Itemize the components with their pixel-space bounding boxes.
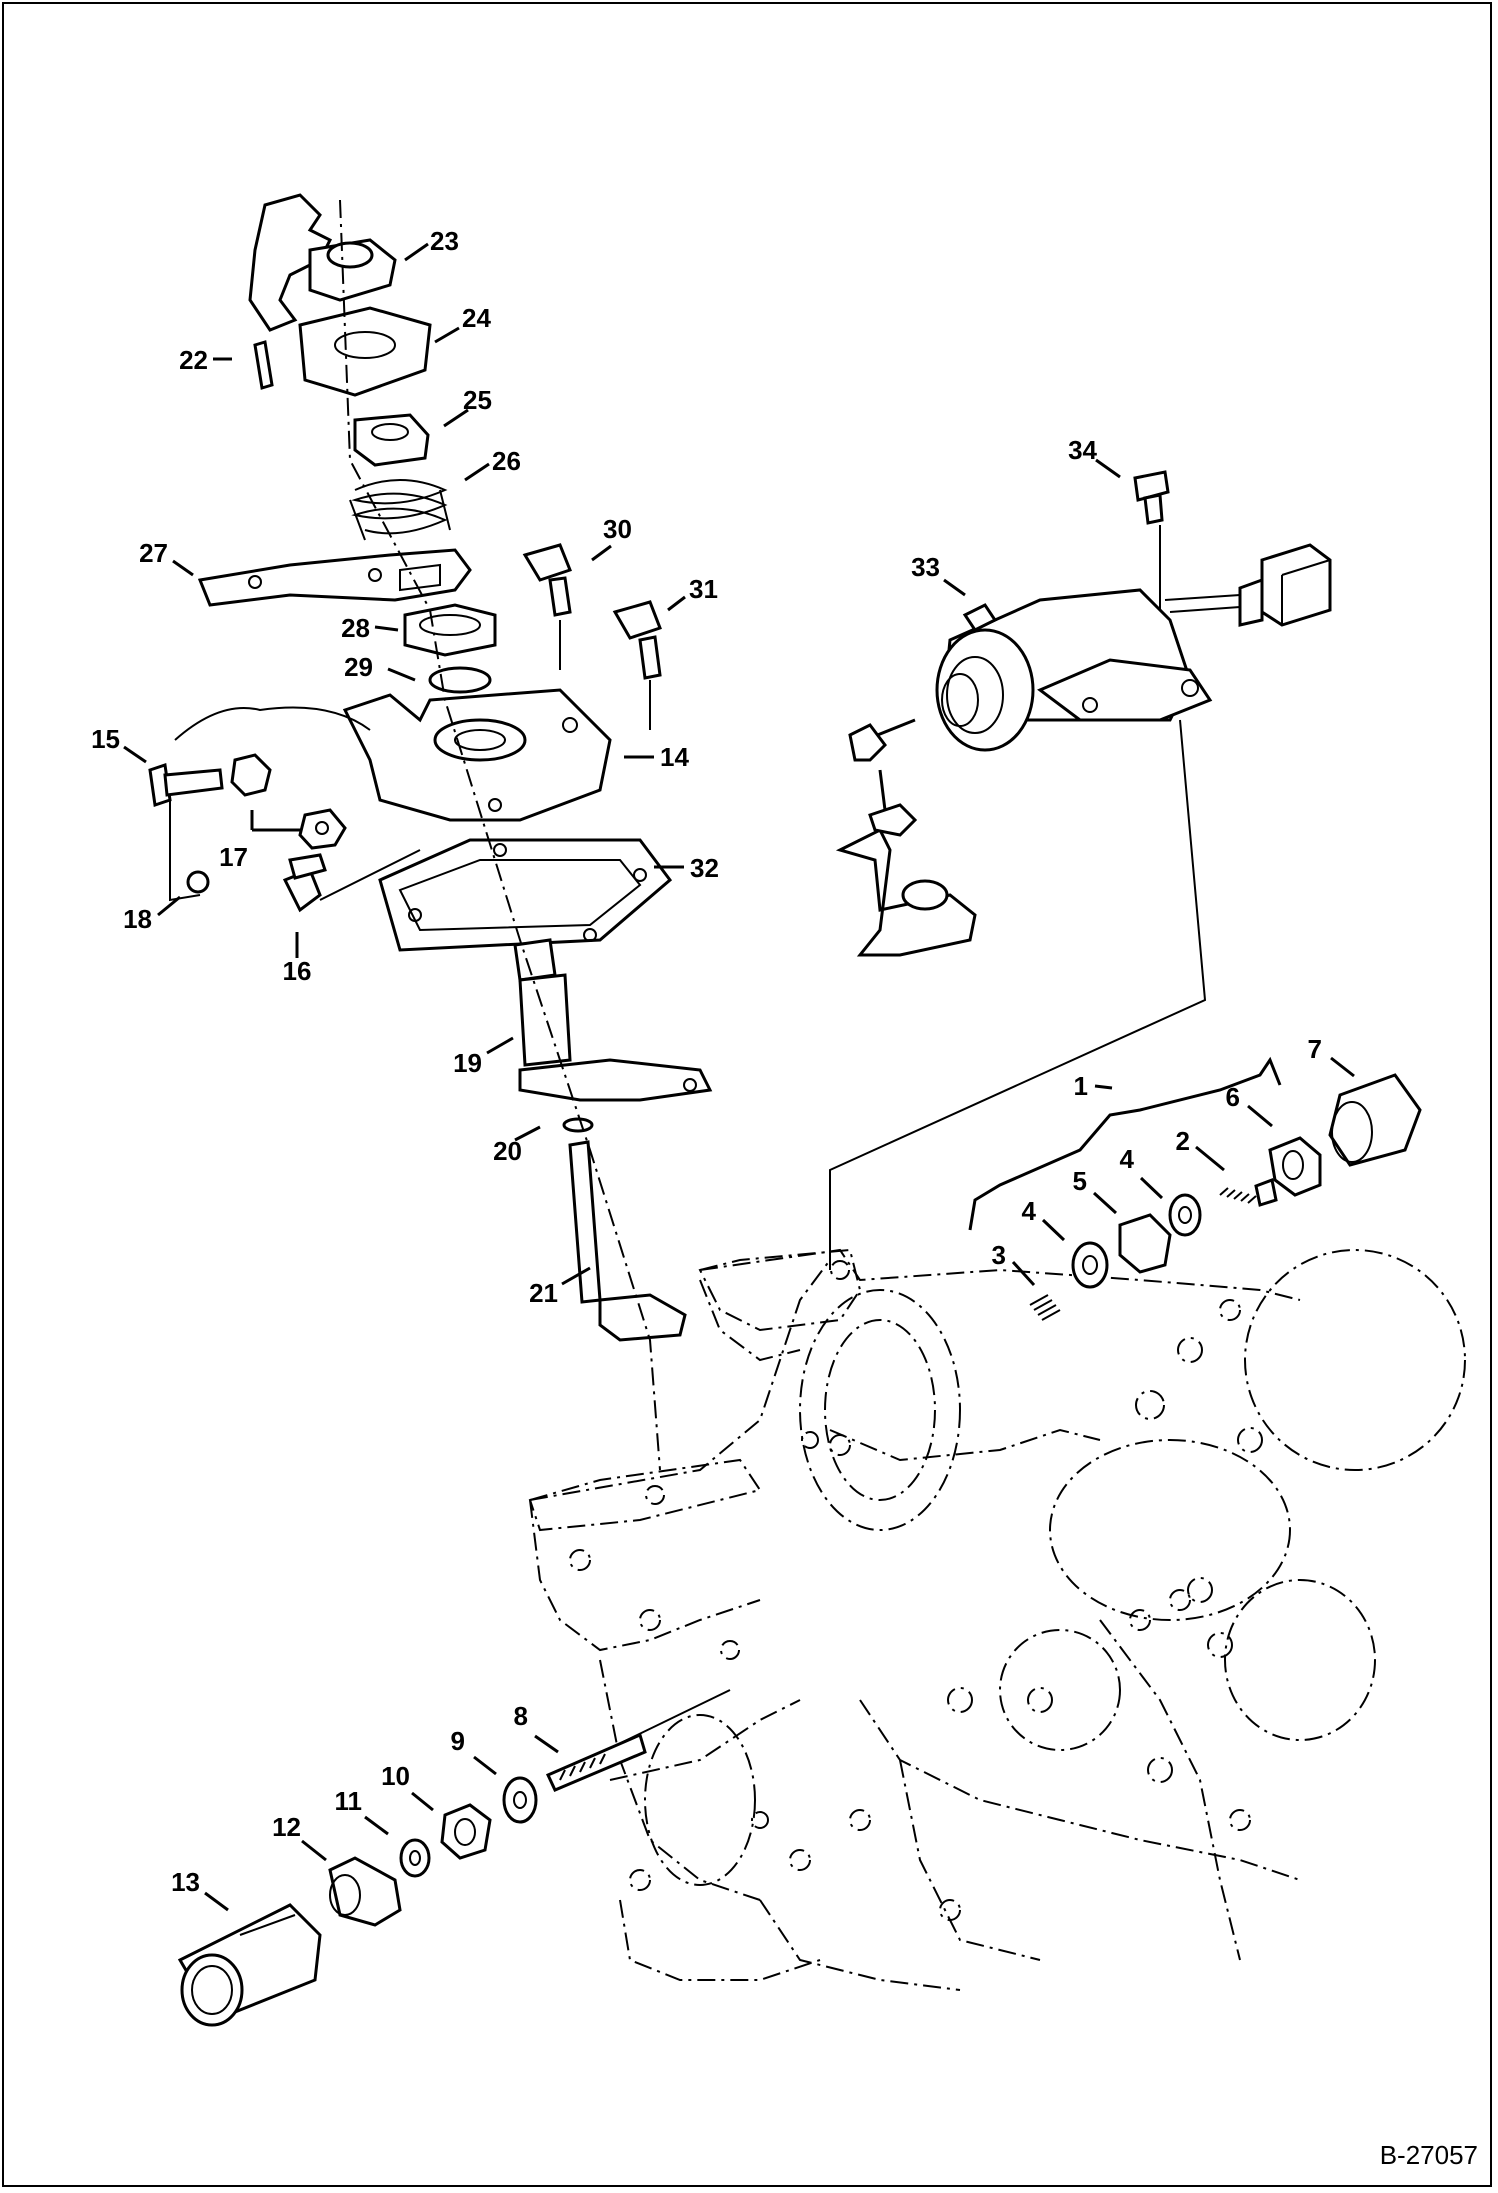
callout-19: 19 (453, 1048, 482, 1078)
callout-11: 11 (335, 1786, 363, 1816)
callout-4a: 4 (1022, 1196, 1037, 1226)
solenoid-assembly (829, 543, 1332, 1270)
callout-25: 25 (463, 385, 492, 415)
callout-10: 10 (381, 1761, 410, 1791)
engine-block (528, 1248, 1466, 1991)
callout-2: 2 (1176, 1126, 1190, 1156)
callout-34: 34 (1068, 435, 1097, 465)
callout-32: 32 (690, 853, 719, 883)
callout-27: 27 (139, 538, 168, 568)
callout-8: 8 (514, 1701, 528, 1731)
drawing-reference-number: B-27057 (1380, 2140, 1478, 2170)
callout-30: 30 (603, 514, 632, 544)
callout-1: 1 (1074, 1071, 1088, 1101)
callout-15: 15 (91, 724, 120, 754)
callout-22: 22 (179, 345, 208, 375)
callout-14: 14 (660, 742, 689, 772)
callout-29: 29 (344, 652, 373, 682)
callout-31: 31 (689, 574, 718, 604)
callout-12: 12 (272, 1812, 301, 1842)
callout-labels: 1 2 3 4 4 5 6 7 8 9 10 11 12 13 14 15 16… (91, 226, 1322, 1897)
callout-20: 20 (493, 1136, 522, 1166)
callout-24: 24 (462, 303, 491, 333)
bolt-34 (1133, 470, 1170, 610)
callout-16: 16 (283, 956, 312, 986)
callout-leaders (123, 242, 1355, 1912)
callout-4b: 4 (1120, 1144, 1135, 1174)
callout-7: 7 (1308, 1034, 1322, 1064)
callout-6: 6 (1226, 1082, 1240, 1112)
callout-13: 13 (171, 1867, 200, 1897)
callout-23: 23 (430, 226, 459, 256)
callout-33: 33 (911, 552, 940, 582)
adjuster-stack-lower (177, 1689, 731, 2027)
callout-17: 17 (219, 842, 248, 872)
adjuster-stack-upper (968, 1056, 1422, 1321)
callout-3: 3 (992, 1240, 1006, 1270)
callout-9: 9 (451, 1726, 465, 1756)
callout-28: 28 (341, 613, 370, 643)
callout-21: 21 (529, 1278, 558, 1308)
callout-26: 26 (492, 446, 521, 476)
callout-5: 5 (1073, 1166, 1087, 1196)
governor-lever-stack (148, 193, 713, 1471)
callout-18: 18 (123, 904, 152, 934)
